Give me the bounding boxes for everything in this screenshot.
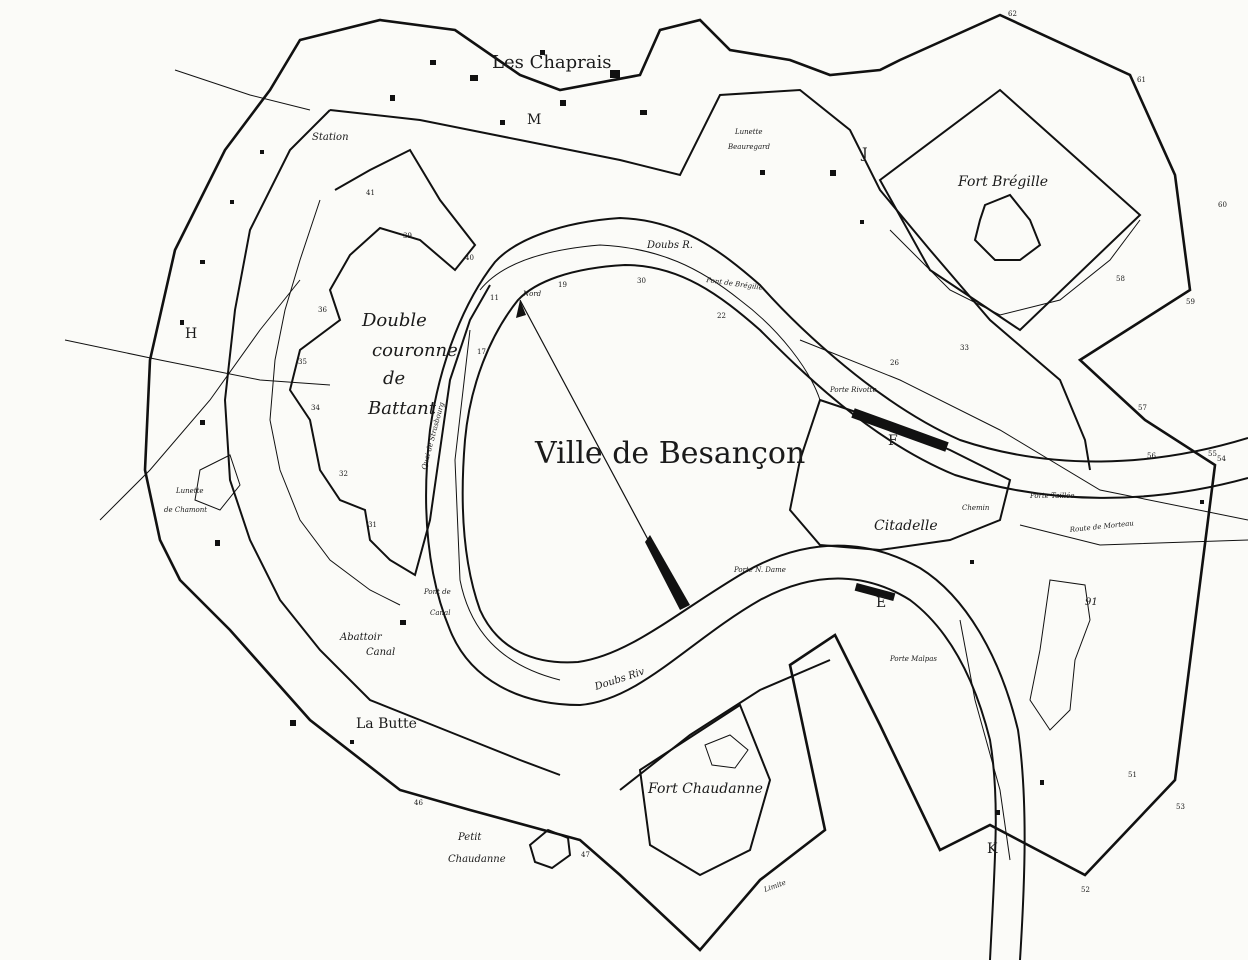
number-54: 54 [1217,455,1226,463]
number-30: 30 [637,277,646,285]
label-porte-malpas: Porte Malpas [889,655,937,663]
number-52: 52 [1081,886,1090,894]
label-battant-3: de [383,368,405,389]
letter-f: F [888,433,898,449]
label-battant-1: Double [361,310,427,331]
battant-fortification [288,148,491,577]
number-26: 26 [890,359,899,367]
building-dots [180,50,1204,815]
fort-bregille [878,88,1142,332]
number-58: 58 [1116,275,1125,283]
label-route-morteau: Route de Morteau [1068,519,1134,534]
number-39: 39 [403,232,412,240]
label-petit-chaudanne-1: Petit [457,832,482,843]
outer-boundary [143,13,1217,952]
letter-k: K [987,841,998,857]
north-arrow [516,299,690,610]
label-citadelle: Citadelle [874,518,938,534]
label-battant-2: couronne [372,340,458,361]
label-lunette-beauregard-1: Lunette [734,128,763,136]
number-61: 61 [1137,76,1146,84]
label-abattoir: Abattoir [339,632,383,643]
number-11: 11 [490,294,499,302]
label-porte-rivotte: Porte Rivotte [829,386,877,394]
island-south-east [1029,579,1091,731]
label-lunette-beauregard-2: Beauregard [727,143,770,151]
number-60: 60 [1218,201,1227,209]
number-34: 34 [311,404,320,412]
number-57: 57 [1138,404,1147,412]
roads [64,69,1248,861]
number-32: 32 [339,470,348,478]
letter-m: M [527,112,541,128]
label-station: Station [312,132,349,143]
label-lunette-chamont-1: Lunette [175,487,204,495]
city-title: Ville de Besançon [534,436,805,471]
number-47: 47 [581,851,590,859]
label-canal: Canal [366,647,395,658]
label-pont-de: Pont de [423,588,451,596]
label-nord: Nord [522,290,542,298]
number-19: 19 [558,281,567,289]
number-59: 59 [1186,298,1195,306]
label-battant-4: Battant [367,398,437,419]
label-canal-small: Canal [430,609,450,617]
letter-h: H [185,326,197,342]
label-lunette-chamont-2: de Chamont [164,506,207,514]
number-46: 46 [414,799,423,807]
label-la-butte: La Butte [356,716,417,732]
number-62: 62 [1008,10,1017,18]
label-porte-taillee: Porte Taillée [1029,492,1074,500]
number-36: 36 [318,306,327,314]
label-fort-bregille: Fort Brégille [957,174,1048,190]
number-91: 91 [1085,597,1098,608]
label-les-chaprais: Les Chaprais [492,52,612,73]
label-doubs-upper: Doubs R. [646,240,693,251]
fort-chaudanne [619,659,831,877]
number-33: 33 [960,344,969,352]
letter-j: J [860,146,868,162]
number-41: 41 [366,189,375,197]
number-40: 40 [465,254,474,262]
letter-e: E [876,595,886,611]
number-31: 31 [368,521,377,529]
citadelle [788,398,1012,602]
petit-chaudanne [528,828,572,870]
label-chemin: Chemin [962,504,990,512]
label-doubs-lower: Doubs Riv [593,666,647,693]
label-pont-bregille: Pont de Brégille [705,276,764,292]
number-53: 53 [1176,803,1185,811]
number-55: 55 [1208,450,1217,458]
number-51: 51 [1128,771,1137,779]
label-porte-notre-dame: Porte N. Dame [733,566,786,574]
number-35: 35 [298,358,307,366]
lunette-chamont [194,454,241,511]
label-petit-chaudanne-2: Chaudanne [448,854,506,865]
label-limite: Limite [762,879,787,895]
number-56: 56 [1147,452,1156,460]
doubs-river [425,216,1248,960]
inner-boundary [223,88,1091,776]
label-fort-chaudanne: Fort Chaudanne [647,781,763,797]
city-inner-road [454,244,821,681]
number-17: 17 [477,348,486,356]
number-22: 22 [717,312,726,320]
